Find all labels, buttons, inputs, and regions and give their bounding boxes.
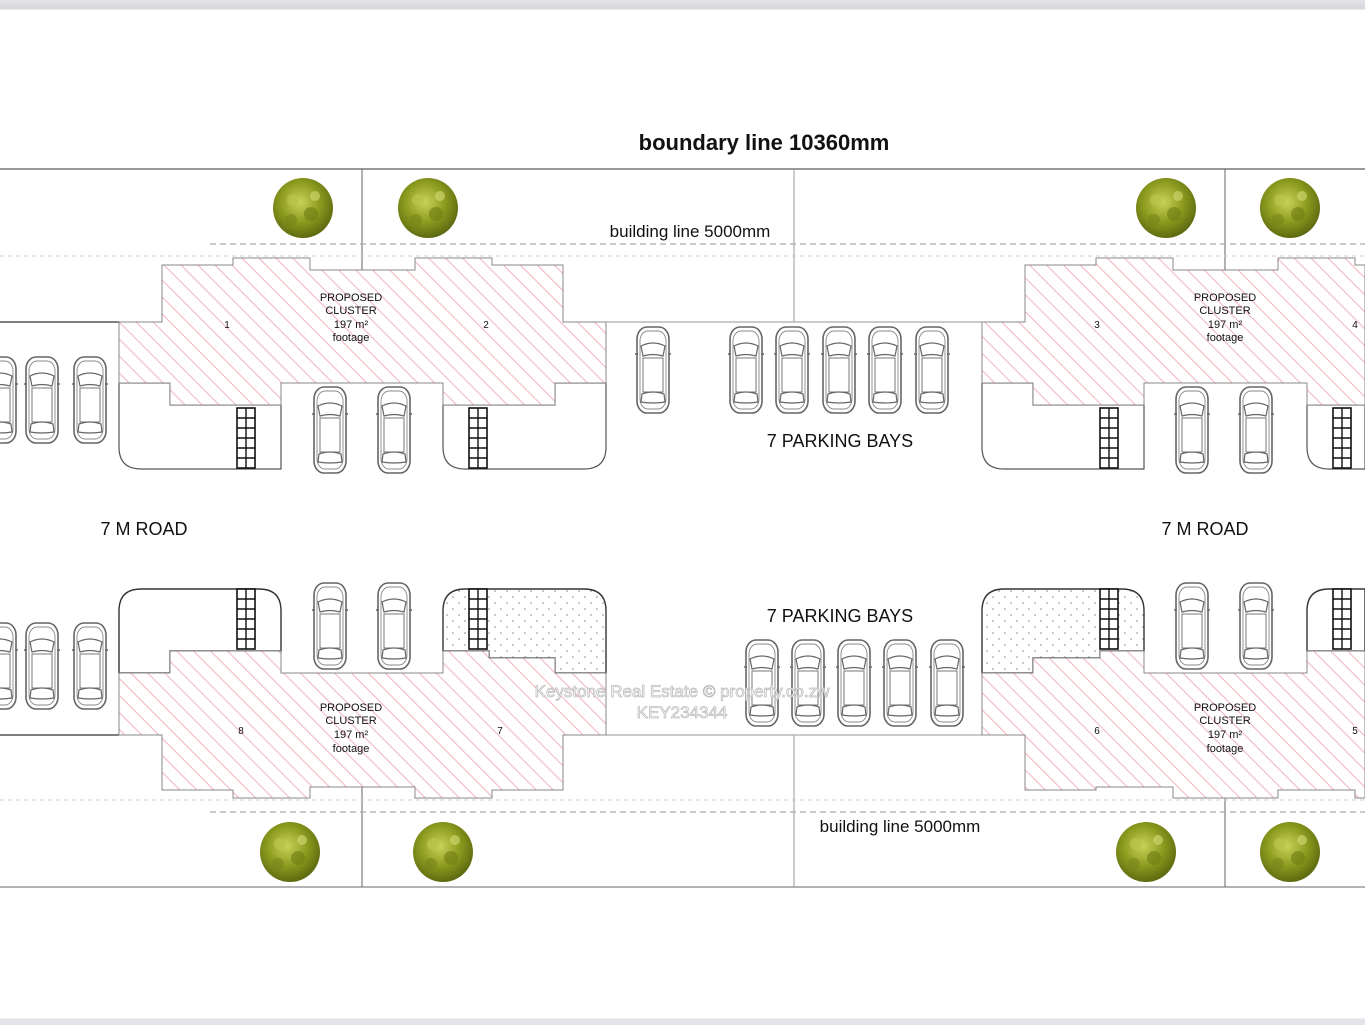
cluster-label: CLUSTER	[325, 715, 376, 727]
car-icon	[0, 356, 19, 444]
car-icon	[866, 326, 904, 414]
cluster-label: PROPOSED	[320, 702, 382, 714]
unit-number: 8	[238, 726, 244, 737]
unit-number: 4	[1352, 320, 1358, 331]
watermark-line-2: KEY234344	[637, 703, 728, 722]
cluster-label: footage	[1207, 332, 1244, 344]
watermark-line-1: Keystone Real Estate © property.co.zw	[535, 682, 830, 701]
cluster-bottom-left: 8 7 PROPOSED CLUSTER 197 m² footage	[0, 588, 982, 799]
car-icon	[881, 639, 919, 727]
stairs-icon	[468, 407, 488, 469]
stairs-icon	[1332, 588, 1352, 650]
car-icon	[928, 639, 966, 727]
car-icon	[913, 326, 951, 414]
cluster-label: CLUSTER	[1199, 715, 1250, 727]
cluster-label: CLUSTER	[1199, 305, 1250, 317]
tree-icon	[413, 822, 473, 882]
unit-number: 7	[497, 726, 503, 737]
cluster-label: PROPOSED	[320, 292, 382, 304]
bottom-building-line-label: building line 5000mm	[820, 817, 981, 836]
stairs-icon	[468, 588, 488, 650]
unit-number: 2	[483, 320, 489, 331]
stairs-icon	[1099, 588, 1119, 650]
right-road-label: 7 M ROAD	[1161, 519, 1248, 539]
cluster-footprint	[118, 257, 607, 406]
cluster-top-left: 1 2 PROPOSED CLUSTER 197 m² footage	[0, 257, 607, 470]
car-icon	[1237, 386, 1275, 474]
car-icon	[71, 622, 109, 710]
stairs-icon	[1099, 407, 1119, 469]
tree-icon	[1260, 822, 1320, 882]
car-icon	[773, 326, 811, 414]
cluster-area: 197 m²	[1208, 319, 1243, 331]
cluster-top-right: 3 4 PROPOSED CLUSTER 197 m² footage	[981, 257, 1365, 470]
car-icon	[23, 356, 61, 444]
unit-number: 5	[1352, 726, 1358, 737]
viewer-bottom-bar	[0, 1018, 1365, 1025]
car-icon	[1173, 582, 1211, 670]
car-icon	[375, 386, 413, 474]
cluster-label: PROPOSED	[1194, 702, 1256, 714]
cluster-footprint	[981, 257, 1365, 406]
cluster-area: 197 m²	[334, 319, 369, 331]
tree-icon	[1136, 178, 1196, 238]
car-icon	[1237, 582, 1275, 670]
unit-number: 6	[1094, 726, 1100, 737]
tree-icon	[273, 178, 333, 238]
cluster-footprint	[118, 650, 607, 799]
tree-icon	[260, 822, 320, 882]
viewer-top-bar	[0, 0, 1365, 10]
unit-number: 3	[1094, 320, 1100, 331]
car-icon	[375, 582, 413, 670]
unit-number: 1	[224, 320, 230, 331]
cluster-footprint	[981, 650, 1365, 799]
car-icon	[23, 622, 61, 710]
top-parking-label: 7 PARKING BAYS	[767, 431, 913, 451]
cluster-label: CLUSTER	[325, 305, 376, 317]
cluster-area: 197 m²	[334, 729, 369, 741]
top-building-line-label: building line 5000mm	[610, 222, 771, 241]
cluster-bottom-right: 6 5 PROPOSED CLUSTER 197 m² footage	[981, 588, 1365, 799]
tree-icon	[1260, 178, 1320, 238]
car-icon	[71, 356, 109, 444]
cluster-label: footage	[333, 332, 370, 344]
cluster-area: 197 m²	[1208, 729, 1243, 741]
car-icon	[727, 326, 765, 414]
boundary-line-title: boundary line 10360mm	[639, 130, 890, 155]
stairs-icon	[236, 407, 256, 469]
cluster-label: PROPOSED	[1194, 292, 1256, 304]
car-icon	[820, 326, 858, 414]
car-icon	[835, 639, 873, 727]
bottom-parking-label: 7 PARKING BAYS	[767, 606, 913, 626]
car-icon	[1173, 386, 1211, 474]
tree-icon	[398, 178, 458, 238]
tree-icon	[1116, 822, 1176, 882]
car-icon	[634, 326, 672, 414]
stairs-icon	[236, 588, 256, 650]
cluster-label: footage	[333, 743, 370, 755]
left-road-label: 7 M ROAD	[100, 519, 187, 539]
car-icon	[0, 622, 19, 710]
car-icon	[311, 582, 349, 670]
stairs-icon	[1332, 407, 1352, 469]
cluster-label: footage	[1207, 743, 1244, 755]
car-icon	[311, 386, 349, 474]
